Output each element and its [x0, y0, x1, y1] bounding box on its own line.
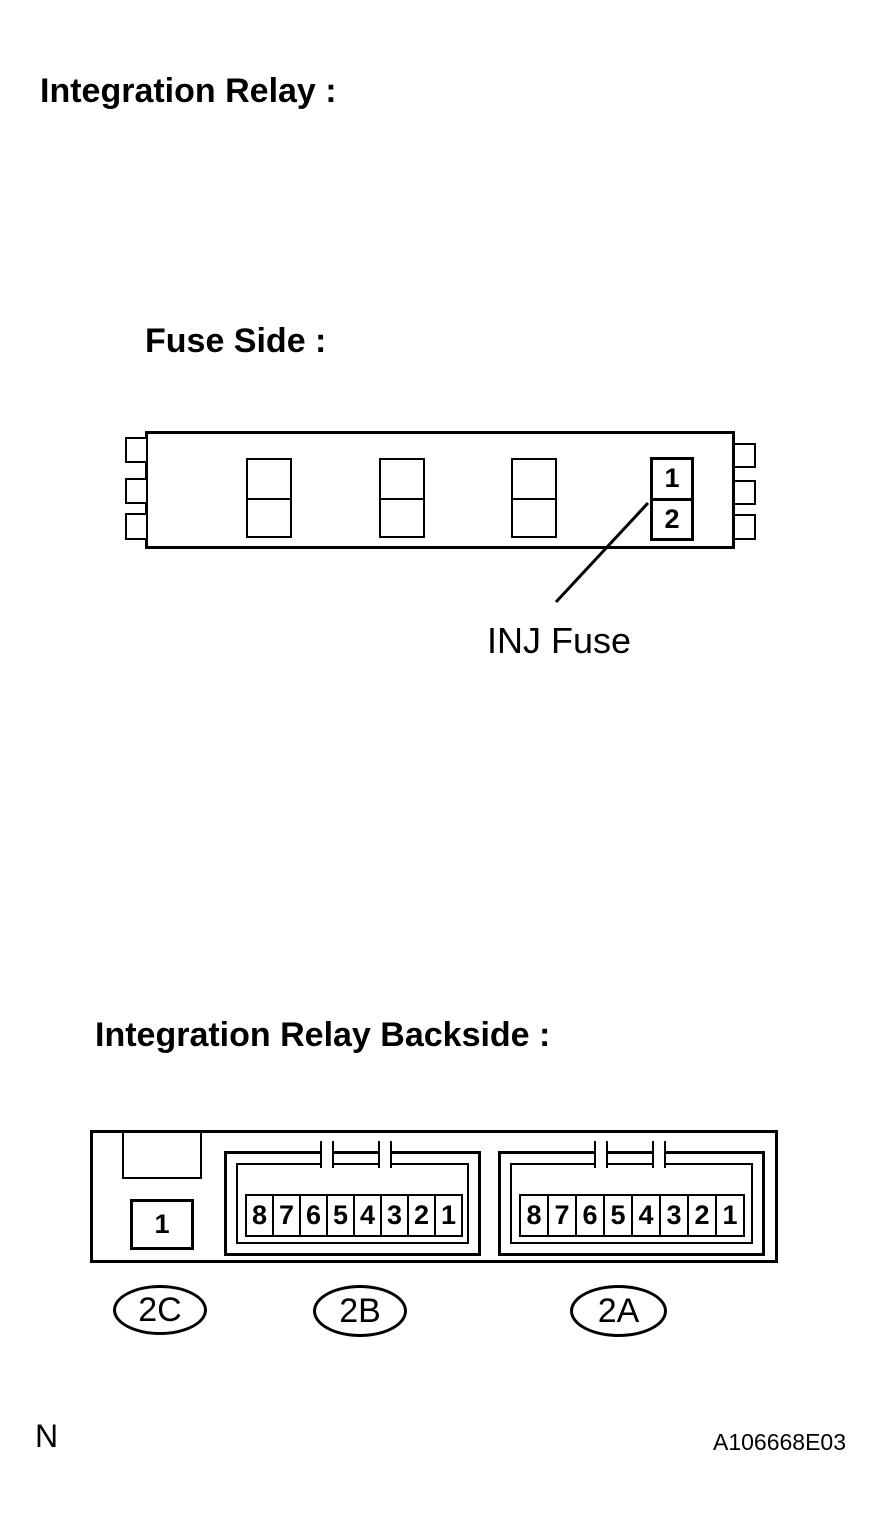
relay-right-tab-3: [735, 514, 756, 540]
connector-2b-pin-row: 8 7 6 5 4 3 2 1: [245, 1194, 463, 1237]
connector-2a-label-oval: 2A: [570, 1285, 667, 1337]
connector-2b-latch-2: [378, 1141, 392, 1168]
connector-2a-pin-8: 8: [519, 1194, 549, 1237]
connector-2b-label-oval: 2B: [313, 1285, 407, 1337]
inj-terminal-1: 1: [653, 460, 691, 501]
connector-2b-pin-6: 6: [299, 1194, 328, 1237]
fuse-slot-2: [379, 458, 425, 538]
connector-2c-pin-1: 1: [130, 1199, 194, 1250]
fuse-side-heading: Fuse Side :: [145, 322, 327, 360]
relay-right-tab-2: [735, 480, 756, 505]
connector-2a-latch-1: [594, 1141, 608, 1168]
connector-2b-latch-1: [320, 1141, 334, 1168]
connector-2b-pin-2: 2: [407, 1194, 436, 1237]
connector-2a-pin-4: 4: [631, 1194, 661, 1237]
relay-right-tab-1: [735, 443, 756, 468]
relay-body-outline: [145, 431, 735, 549]
fuse-slot-3: [511, 458, 557, 538]
connector-2b-pin-4: 4: [353, 1194, 382, 1237]
fuse-slot-divider: [380, 498, 424, 500]
relay-left-tab-3: [125, 513, 146, 540]
connector-2b-pin-1: 1: [434, 1194, 463, 1237]
connector-2a-latch-2: [652, 1141, 666, 1168]
fuse-slot-divider: [247, 498, 291, 500]
relay-left-tab-2: [125, 478, 146, 504]
inj-fuse-pointer-line: [554, 501, 650, 604]
figure-title: Integration Relay :: [40, 72, 337, 110]
connector-2a-pin-1: 1: [715, 1194, 745, 1237]
fuse-slot-divider: [512, 498, 556, 500]
figure-code: A106668E03: [712, 1429, 846, 1455]
connector-2c-label-oval: 2C: [113, 1285, 207, 1335]
inj-fuse-callout: INJ Fuse: [487, 620, 632, 661]
backside-heading: Integration Relay Backside :: [95, 1016, 551, 1054]
connector-2b-pin-3: 3: [380, 1194, 409, 1237]
fuse-slot-1: [246, 458, 292, 538]
connector-2b-pin-7: 7: [272, 1194, 301, 1237]
inj-fuse-terminal-box: 1 2: [650, 457, 694, 541]
connector-2a-pin-5: 5: [603, 1194, 633, 1237]
connector-2a-pin-row: 8 7 6 5 4 3 2 1: [519, 1194, 745, 1237]
connector-2b-pin-5: 5: [326, 1194, 355, 1237]
inj-terminal-2: 2: [664, 503, 680, 534]
connector-2a-pin-7: 7: [547, 1194, 577, 1237]
connector-2a-pin-6: 6: [575, 1194, 605, 1237]
relay-left-tab-1: [125, 437, 146, 463]
connector-2a-pin-3: 3: [659, 1194, 689, 1237]
page-marker-n: N: [35, 1418, 59, 1454]
connector-2b-pin-8: 8: [245, 1194, 274, 1237]
connector-2c-keyway: [122, 1133, 202, 1179]
connector-2a-pin-2: 2: [687, 1194, 717, 1237]
